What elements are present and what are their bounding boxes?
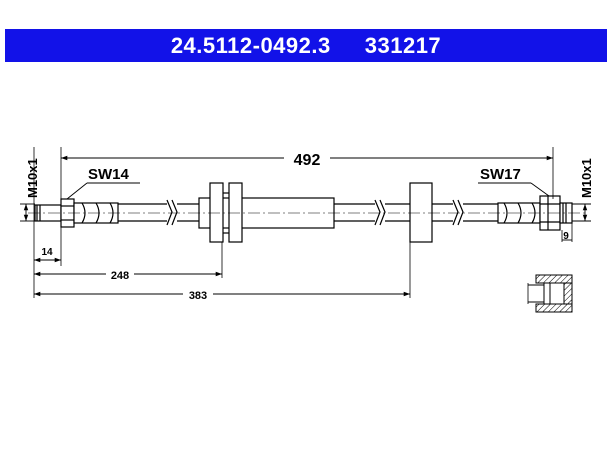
dim-mid-text: 248	[111, 270, 129, 282]
dim-total-text: 492	[294, 152, 321, 169]
dim-clip-mask	[183, 288, 213, 300]
dim-end-left-label: 14	[41, 247, 53, 258]
dim-mid-mask	[106, 268, 134, 280]
hose	[118, 199, 498, 226]
part-number: 24.5112-0492.3	[170, 32, 331, 58]
thread-right-label: M10x1	[579, 158, 594, 198]
dim-total-mask	[284, 150, 330, 168]
reference-number: 331217	[364, 32, 442, 58]
title-bar: 24.5112-0492.3 331217	[5, 29, 607, 62]
dim-end-right-label: 9	[563, 231, 569, 242]
mounting-sleeve	[198, 182, 335, 243]
wrench-left-label: SW14	[88, 166, 130, 183]
mounting-clip	[409, 182, 433, 243]
thread-left-label: M10x1	[25, 158, 40, 198]
section-detail	[527, 274, 573, 313]
dim-clip-label: 383	[189, 290, 207, 302]
wrench-right-label: SW17	[480, 166, 521, 183]
